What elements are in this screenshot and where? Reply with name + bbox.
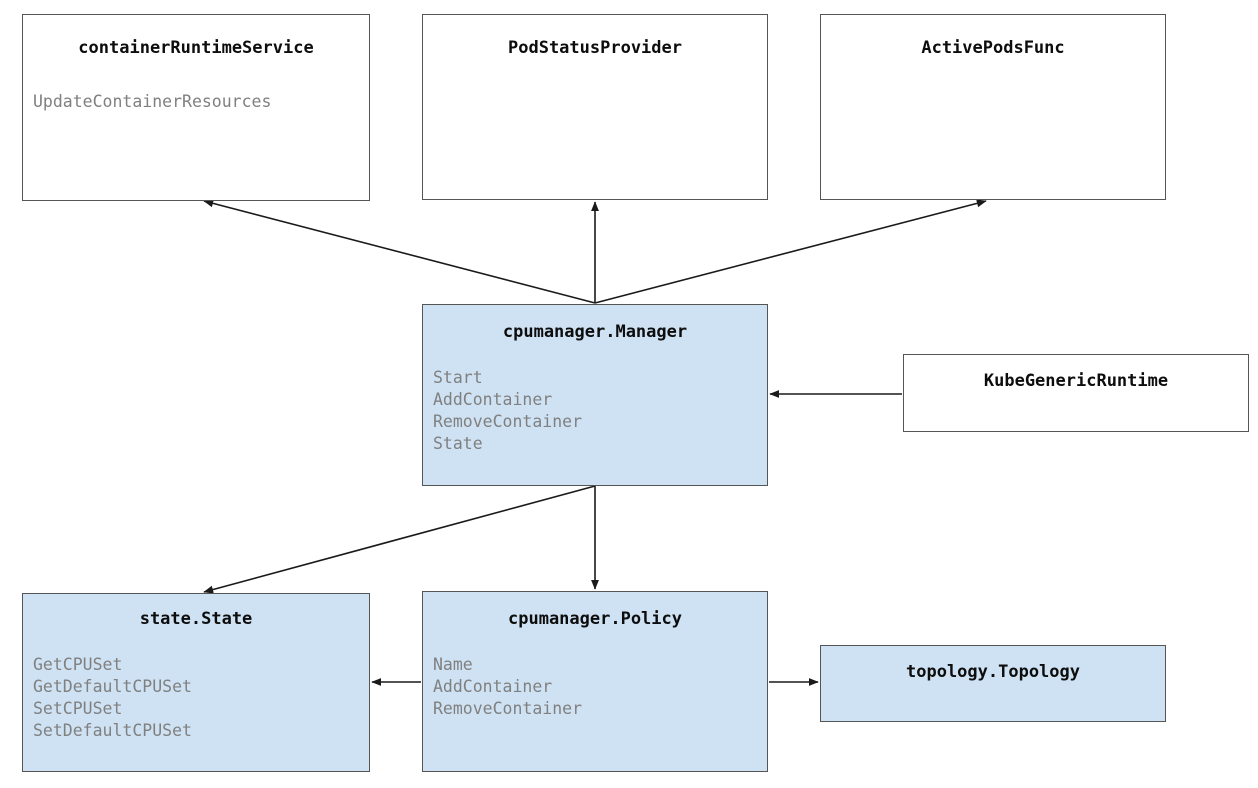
class-title-cpumanager-policy: cpumanager.Policy	[508, 609, 682, 629]
class-member: SetCPUSet	[33, 699, 123, 718]
class-title-pod-status-provider: PodStatusProvider	[508, 38, 682, 58]
class-title-state-state: state.State	[139, 609, 253, 629]
class-members-cpumanager-manager: Start AddContainer RemoveContainer State	[433, 367, 763, 455]
class-box-cpumanager-manager[interactable]: cpumanager.Manager Start AddContainer Re…	[422, 304, 768, 486]
class-title-active-pods-func: ActivePodsFunc	[921, 38, 1065, 58]
class-member: State	[433, 434, 483, 453]
edge-manager-to-active-pods-func	[594, 199, 987, 304]
class-title-container-runtime-service: containerRuntimeService	[78, 38, 314, 58]
class-member: Name	[433, 655, 473, 674]
class-members-cpumanager-policy: Name AddContainer RemoveContainer	[433, 654, 763, 720]
class-title-kube-generic-runtime: KubeGenericRuntime	[983, 371, 1169, 391]
class-members-container-runtime-service: UpdateContainerResources	[33, 91, 365, 113]
class-title-cpumanager-manager: cpumanager.Manager	[502, 322, 688, 342]
class-members-state-state: GetCPUSet GetDefaultCPUSet SetCPUSet Set…	[33, 654, 365, 742]
class-member: AddContainer	[433, 677, 553, 696]
class-member: Start	[433, 368, 483, 387]
class-member: AddContainer	[433, 390, 553, 409]
class-box-state-state[interactable]: state.State GetCPUSet GetDefaultCPUSet S…	[22, 593, 370, 772]
class-box-topology-topology[interactable]: topology.Topology	[820, 645, 1166, 722]
class-title-topology-topology: topology.Topology	[906, 662, 1080, 682]
class-box-kube-generic-runtime[interactable]: KubeGenericRuntime	[903, 354, 1249, 432]
edge-manager-to-container-runtime-service	[203, 199, 596, 304]
class-member: UpdateContainerResources	[33, 92, 272, 111]
class-member: SetDefaultCPUSet	[33, 721, 192, 740]
class-member: GetCPUSet	[33, 655, 123, 674]
class-member: RemoveContainer	[433, 699, 583, 718]
class-box-pod-status-provider[interactable]: PodStatusProvider	[422, 14, 768, 200]
class-box-active-pods-func[interactable]: ActivePodsFunc	[820, 14, 1166, 200]
class-box-container-runtime-service[interactable]: containerRuntimeService UpdateContainerR…	[22, 14, 370, 201]
edge-manager-to-state-state	[203, 485, 596, 594]
class-box-cpumanager-policy[interactable]: cpumanager.Policy Name AddContainer Remo…	[422, 591, 768, 772]
class-member: GetDefaultCPUSet	[33, 677, 192, 696]
class-member: RemoveContainer	[433, 412, 583, 431]
